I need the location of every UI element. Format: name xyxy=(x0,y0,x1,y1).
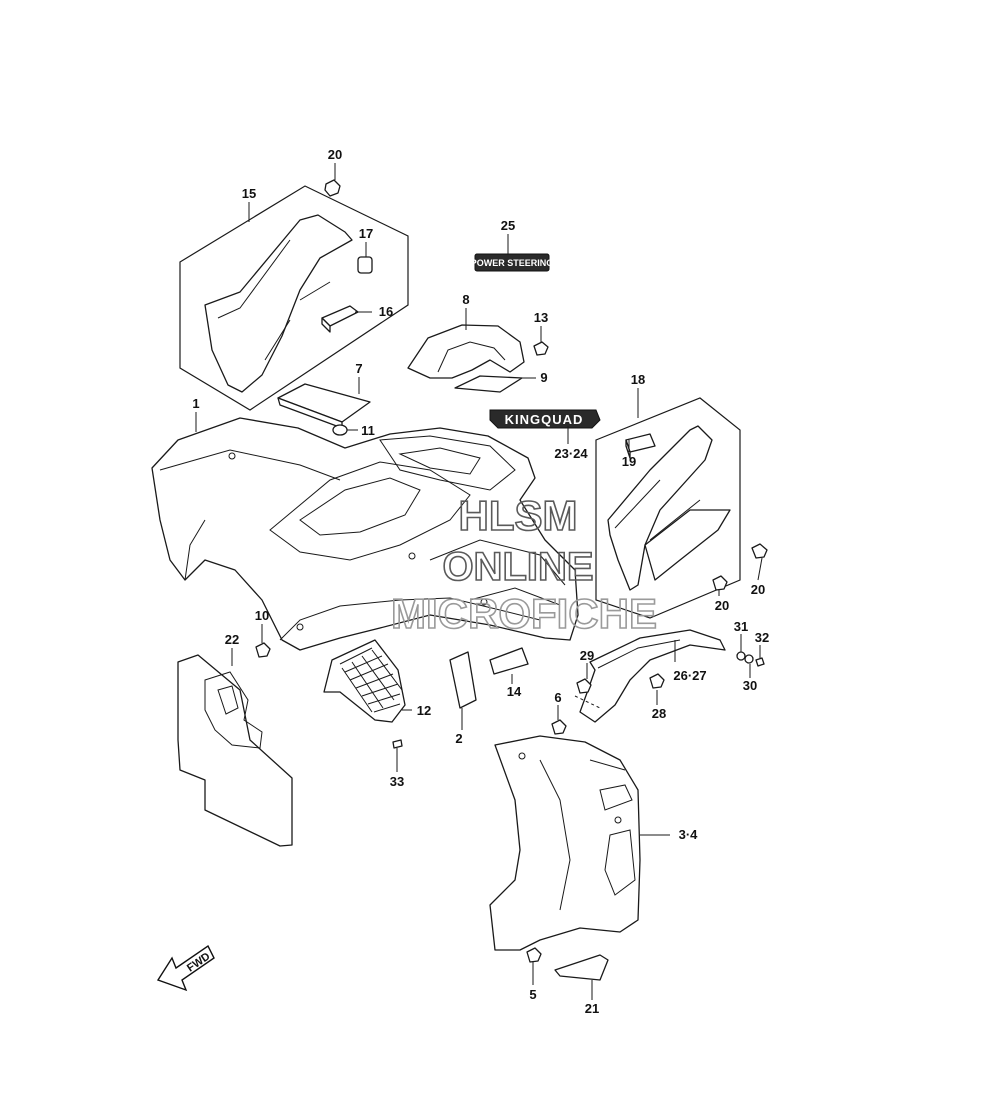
callout-22: 22 xyxy=(225,632,239,647)
part-28-bolt xyxy=(649,673,665,689)
callout-11: 11 xyxy=(361,423,375,438)
callout-6: 6 xyxy=(554,690,561,705)
watermark: HLSM ONLINE MICROFICHE xyxy=(390,491,658,638)
callout-23-24: 23·24 xyxy=(554,446,588,461)
callout-3-4: 3·4 xyxy=(679,827,699,842)
watermark-line-3: MICROFICHE xyxy=(391,590,657,637)
part-11-grommet xyxy=(332,424,348,436)
callout-20-lower: 20 xyxy=(715,598,729,613)
group-box-15 xyxy=(179,185,409,411)
callout-labels: 20 15 17 25 16 8 13 9 7 18 11 1 23·24 19… xyxy=(192,147,769,1016)
part-16-pad xyxy=(321,305,359,333)
part-29-bolt xyxy=(576,678,592,694)
part-5-bolt xyxy=(526,947,542,963)
decal-power-steering: POWER STEERING xyxy=(471,253,554,272)
callout-19: 19 xyxy=(622,454,636,469)
part-9-pad xyxy=(454,375,523,393)
callout-33: 33 xyxy=(390,774,404,789)
part-3-4-inner-fender xyxy=(489,735,641,951)
callout-1: 1 xyxy=(192,396,199,411)
callout-2: 2 xyxy=(455,731,462,746)
watermark-line-1: HLSM xyxy=(459,492,578,539)
callout-31: 31 xyxy=(734,619,748,634)
callout-13: 13 xyxy=(534,310,548,325)
part-22-inner-panel xyxy=(177,654,293,847)
callout-8: 8 xyxy=(462,292,469,307)
callout-10: 10 xyxy=(255,608,269,623)
callout-18: 18 xyxy=(631,372,645,387)
callout-12: 12 xyxy=(417,703,431,718)
watermark-line-2: ONLINE xyxy=(442,545,593,589)
part-10-bolt xyxy=(255,642,271,658)
part-6-bolt xyxy=(551,719,567,735)
part-17-grommet xyxy=(357,256,373,274)
callout-32: 32 xyxy=(755,630,769,645)
part-33-screw xyxy=(392,739,403,760)
callout-14: 14 xyxy=(507,684,522,699)
callout-25: 25 xyxy=(501,218,515,233)
part-20-bolt-lower xyxy=(712,575,728,591)
group-box-18 xyxy=(595,397,741,619)
leader-lines xyxy=(195,163,763,1000)
callout-9: 9 xyxy=(540,370,547,385)
callout-15: 15 xyxy=(242,186,256,201)
part-21-strip xyxy=(554,954,609,981)
part-18-side-panel xyxy=(607,425,731,591)
part-26-27-bracket xyxy=(579,629,726,723)
kingquad-text: KINGQUAD xyxy=(505,412,584,427)
part-20-nut-top xyxy=(324,179,341,197)
power-steering-text: POWER STEERING xyxy=(471,258,554,268)
callout-30: 30 xyxy=(743,678,757,693)
callout-20-right: 20 xyxy=(751,582,765,597)
callout-28: 28 xyxy=(652,706,666,721)
callout-7: 7 xyxy=(355,361,362,376)
part-1-front-fender xyxy=(151,417,579,651)
callout-26-27: 26·27 xyxy=(673,668,706,683)
part-8-cover xyxy=(407,324,525,379)
part-12-grille xyxy=(323,639,406,723)
callout-20-top: 20 xyxy=(328,147,342,162)
part-14-pad xyxy=(489,647,529,675)
callout-29: 29 xyxy=(580,648,594,663)
decal-kingquad: KINGQUAD xyxy=(489,409,601,429)
callout-17: 17 xyxy=(359,226,373,241)
callout-16: 16 xyxy=(379,304,393,319)
fwd-arrow: FWD xyxy=(156,944,215,992)
part-13-bolt xyxy=(533,341,549,356)
part-20-bolt-right xyxy=(751,543,768,559)
part-2-pad xyxy=(449,651,477,709)
callout-21: 21 xyxy=(585,1001,599,1016)
part-15-side-panel xyxy=(204,214,353,393)
callout-5: 5 xyxy=(529,987,536,1002)
